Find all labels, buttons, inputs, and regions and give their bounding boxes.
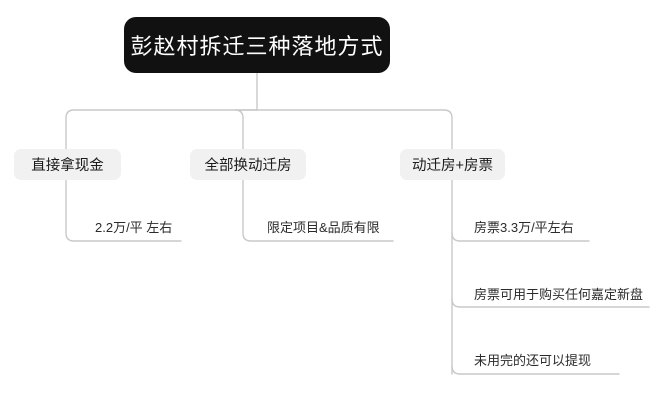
branch-node-resettlement-housing[interactable]: 全部换动迁房 <box>190 149 306 180</box>
leaf-node-housing-limitation[interactable]: 限定项目&品质有限 <box>267 219 380 235</box>
root-node[interactable]: 彭赵村拆迁三种落地方式 <box>124 17 390 73</box>
connector-bus-mid <box>234 109 258 150</box>
branch-node-housing-plus-voucher[interactable]: 动迁房+房票 <box>400 149 505 180</box>
connector-bus-left <box>65 109 258 150</box>
leaf-node-cash-price[interactable]: 2.2万/平 左右 <box>95 219 173 235</box>
leaf-node-voucher-usage[interactable]: 房票可用于购买任何嘉定新盘 <box>474 286 644 302</box>
leaf-node-voucher-price[interactable]: 房票3.3万/平左右 <box>474 219 574 235</box>
leaf-node-voucher-cashout[interactable]: 未用完的还可以提现 <box>474 352 592 368</box>
branch-node-cash[interactable]: 直接拿现金 <box>14 149 121 180</box>
connector-bus-right <box>256 109 453 150</box>
